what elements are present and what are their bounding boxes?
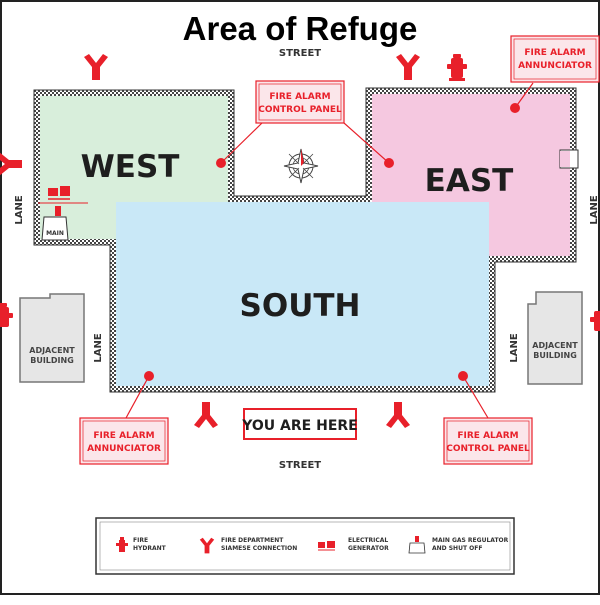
legend-siamese-line2: SIAMESE CONNECTION [221, 545, 297, 552]
control-panel-west-dot [216, 158, 226, 168]
fire-hydrant-icon [590, 311, 600, 331]
control-panel-south-dot [458, 371, 468, 381]
callout-control-panel-bottom: FIRE ALARM CONTROL PANEL [443, 417, 533, 465]
fire-hydrant-icon [447, 54, 467, 81]
callout-control-panel-top-line1: FIRE ALARM [269, 92, 330, 102]
adjacent-building-left-label-2: BUILDING [30, 356, 74, 365]
siamese-connection-icon [194, 402, 218, 428]
callout-control-panel-top: FIRE ALARM CONTROL PANEL [255, 80, 345, 124]
you-are-here-marker: YOU ARE HERE [241, 408, 358, 440]
lane-inner-left-label: LANE [93, 333, 104, 362]
east-notch-fill [560, 151, 570, 167]
siamese-connection-icons [0, 54, 420, 428]
adjacent-building-right-label-2: BUILDING [533, 351, 577, 360]
legend-siamese-connection-icon [199, 537, 215, 554]
callout-control-panel-bottom-line2: CONTROL PANEL [446, 444, 530, 454]
you-are-here-label: YOU ARE HERE [241, 418, 357, 434]
legend-generator-line2: GENERATOR [348, 545, 389, 552]
siamese-connection-icon [386, 402, 410, 428]
legend-generator-line1: ELECTRICAL [348, 537, 388, 544]
legend-generator-icon [318, 541, 335, 551]
fire-hydrant-icon [0, 303, 13, 327]
legend-siamese-line1: FIRE DEPARTMENT [221, 537, 284, 544]
callout-annunciator-top: FIRE ALARM ANNUNCIATOR [510, 35, 600, 83]
siamese-connection-icon [396, 54, 420, 80]
annunciator-east-dot [510, 103, 520, 113]
legend-hydrant-line1: FIRE [133, 537, 148, 544]
generator-icon [38, 186, 88, 204]
fire-hydrant-icons [0, 54, 600, 331]
legend-fire-hydrant-icon [116, 537, 128, 552]
map-title: Area of Refuge [183, 10, 418, 47]
street-top-label: STREET [279, 48, 321, 59]
control-panel-east-dot [384, 158, 394, 168]
legend: FIRE HYDRANT FIRE DEPARTMENT SIAMESE CON… [95, 517, 515, 575]
adjacent-building-right: ADJACENT BUILDING [527, 291, 583, 385]
street-bottom-label: STREET [279, 460, 321, 471]
zone-south-label: SOUTH [240, 288, 361, 324]
compass-icon [283, 148, 319, 184]
callout-annunciator-top-line2: ANNUNCIATOR [518, 61, 592, 71]
callout-control-panel-top-line2: CONTROL PANEL [258, 105, 342, 115]
adjacent-building-left-label-1: ADJACENT [29, 346, 75, 355]
callout-control-panel-bottom-line1: FIRE ALARM [457, 431, 518, 441]
gas-shutoff-icon: MAIN [41, 206, 69, 241]
callout-annunciator-bottom-line2: ANNUNCIATOR [87, 444, 161, 454]
leader-lines [125, 82, 534, 419]
legend-gas-line1: MAIN GAS REGULATOR [432, 537, 509, 544]
legend-hydrant-line2: HYDRANT [133, 545, 167, 552]
legend-gas-shutoff-icon [408, 536, 426, 554]
callout-annunciator-bottom-line1: FIRE ALARM [93, 431, 154, 441]
adjacent-building-left: ADJACENT BUILDING [19, 293, 85, 383]
lane-outer-left-label: LANE [14, 195, 25, 224]
callout-annunciator-bottom: FIRE ALARM ANNUNCIATOR [79, 417, 169, 465]
lane-inner-right-label: LANE [509, 333, 520, 362]
siamese-connection-icon [0, 152, 22, 176]
main-gas-label: MAIN [46, 230, 64, 237]
zone-west-label: WEST [81, 149, 180, 185]
zone-east-label: EAST [425, 163, 514, 199]
callout-annunciator-top-line1: FIRE ALARM [524, 48, 585, 58]
adjacent-building-right-label-1: ADJACENT [532, 341, 578, 350]
annunciator-south-dot [144, 371, 154, 381]
zone-south [116, 202, 489, 386]
siamese-connection-icon [84, 54, 108, 80]
legend-gas-line2: AND SHUT OFF [432, 545, 482, 552]
lane-outer-right-label: LANE [589, 195, 600, 224]
